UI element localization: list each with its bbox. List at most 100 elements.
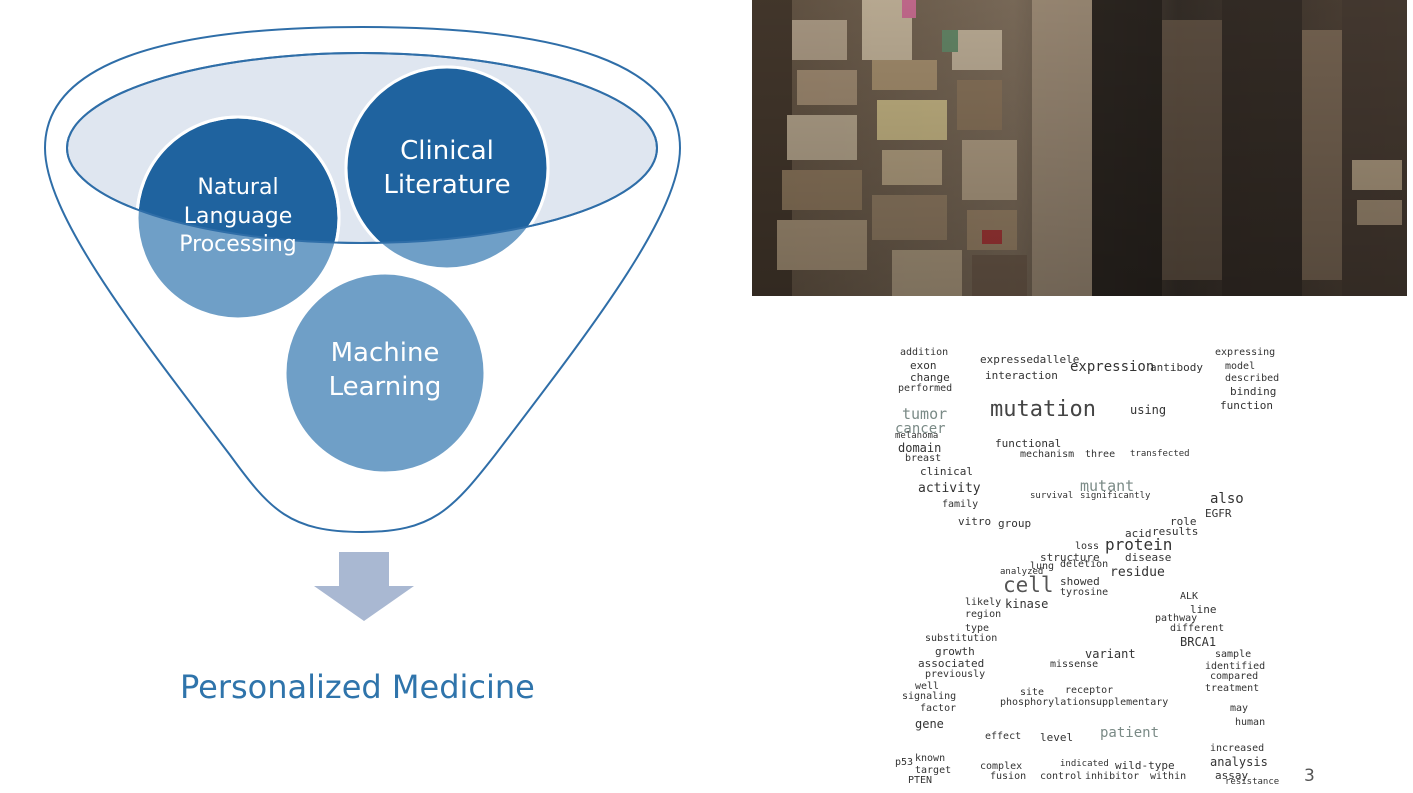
word-type: type: [965, 623, 990, 634]
word-growth: growth: [935, 645, 975, 658]
word-breast: breast: [905, 453, 942, 464]
word-likely: likely: [965, 597, 1002, 608]
word-function: function: [1220, 399, 1273, 412]
word-indicated: indicated: [1060, 759, 1109, 769]
word-p53: p53: [895, 757, 914, 768]
clinical-label-line1: Clinical: [400, 136, 494, 166]
word-expressedallele: expressedallele: [980, 353, 1080, 366]
word-increased: increased: [1210, 743, 1265, 754]
word-analysis: analysis: [1210, 755, 1268, 769]
word-lung: lung: [1030, 561, 1055, 572]
word-analyzed: analyzed: [1000, 567, 1044, 577]
word-receptor: receptor: [1065, 685, 1114, 696]
word-compared: compared: [1210, 671, 1259, 682]
word-expressing: expressing: [1215, 347, 1276, 358]
word-factor: factor: [920, 703, 957, 714]
word-EGFR: EGFR: [1205, 507, 1232, 520]
word-showed: showed: [1060, 575, 1100, 588]
word-patient: patient: [1100, 725, 1160, 741]
word-tumor: tumor: [902, 405, 948, 423]
word-protein: protein: [1105, 535, 1173, 554]
word-exon: exon: [910, 359, 937, 372]
word-mutation: mutation: [990, 397, 1096, 422]
word-target: target: [915, 765, 952, 776]
down-arrow-icon: [314, 552, 414, 621]
word-complex: complex: [980, 761, 1023, 772]
word-within: within: [1150, 771, 1187, 782]
word-domain: domain: [898, 441, 942, 455]
word-residue: residue: [1110, 565, 1165, 580]
clinical-literature-label: Clinical Literature: [347, 135, 547, 203]
word-missense: missense: [1050, 659, 1099, 670]
word-loss: loss: [1075, 541, 1100, 552]
personalized-medicine-caption: Personalized Medicine: [180, 668, 535, 706]
word-fusion: fusion: [990, 771, 1027, 782]
word-binding: binding: [1230, 385, 1277, 398]
word-region: region: [965, 609, 1002, 620]
word-pathway: pathway: [1155, 613, 1198, 624]
word-mutant: mutant: [1080, 477, 1135, 495]
word-supplementary: supplementary: [1090, 697, 1169, 708]
word-clinical: clinical: [920, 465, 973, 478]
word-PTEN: PTEN: [908, 775, 933, 786]
word-results: results: [1152, 525, 1199, 538]
word-three: three: [1085, 449, 1116, 460]
machine-learning-circle: [285, 273, 485, 473]
word-previously: previously: [925, 669, 986, 680]
word-BRCA1: BRCA1: [1180, 635, 1217, 649]
library-books-photo: [752, 0, 1407, 296]
word-expression: expression: [1070, 359, 1155, 375]
word-effect: effect: [985, 731, 1022, 742]
word-vitro: vitro: [958, 515, 992, 528]
word-antibody: antibody: [1150, 361, 1203, 374]
word-different: different: [1170, 623, 1225, 634]
word-also: also: [1210, 491, 1244, 507]
funnel-diagram: [43, 25, 682, 534]
word-resistance: resistance: [1225, 777, 1280, 787]
page-number: 3: [1304, 766, 1315, 786]
word-kinase: kinase: [1005, 597, 1049, 611]
word-acid: acid: [1125, 527, 1152, 540]
word-model: model: [1225, 361, 1256, 372]
word-performed: performed: [898, 383, 953, 394]
word-family: family: [942, 499, 979, 510]
nlp-label-line1: Natural: [197, 175, 279, 200]
word-treatment: treatment: [1205, 683, 1260, 694]
word-activity: activity: [918, 481, 981, 496]
word-cancer: cancer: [895, 421, 946, 437]
word-known: known: [915, 753, 946, 764]
word-sample: sample: [1215, 649, 1252, 660]
dna-word-cloud: addition expressedallele expression anti…: [880, 345, 1290, 787]
word-well: well: [915, 681, 940, 692]
ml-label-line1: Machine: [330, 338, 440, 368]
word-tyrosine: tyrosine: [1060, 587, 1109, 598]
word-disease: disease: [1125, 551, 1172, 564]
clinical-label-line2: Literature: [383, 169, 511, 200]
word-line: line: [1190, 603, 1217, 616]
word-melanoma: melanoma: [895, 431, 939, 441]
word-cell: cell: [1003, 573, 1054, 597]
word-described: described: [1225, 373, 1280, 384]
word-wild-type: wild-type: [1115, 759, 1175, 772]
word-associated: associated: [918, 657, 985, 670]
nlp-label-line2: Language: [183, 203, 293, 229]
word-addition: addition: [900, 347, 949, 358]
word-assay: assay: [1215, 769, 1249, 782]
word-variant: variant: [1085, 647, 1136, 661]
word-role: role: [1170, 515, 1197, 528]
word-site: site: [1020, 687, 1045, 698]
word-ALK: ALK: [1180, 591, 1199, 602]
word-change: change: [910, 371, 950, 384]
ml-label-line2: Learning: [328, 371, 442, 402]
word-survival: survival: [1030, 491, 1074, 501]
word-deletion: deletion: [1060, 559, 1109, 570]
word-may: may: [1230, 703, 1249, 714]
word-phosphorylation: phosphorylation: [1000, 697, 1091, 708]
word-interaction: interaction: [985, 369, 1058, 382]
word-group: group: [998, 517, 1032, 530]
word-signaling: signaling: [902, 691, 957, 702]
machine-learning-label: Machine Learning: [285, 337, 485, 405]
word-substitution: substitution: [925, 633, 998, 644]
nlp-label: Natural Language Processing: [148, 174, 328, 260]
word-mechanism: mechanism: [1020, 449, 1075, 460]
